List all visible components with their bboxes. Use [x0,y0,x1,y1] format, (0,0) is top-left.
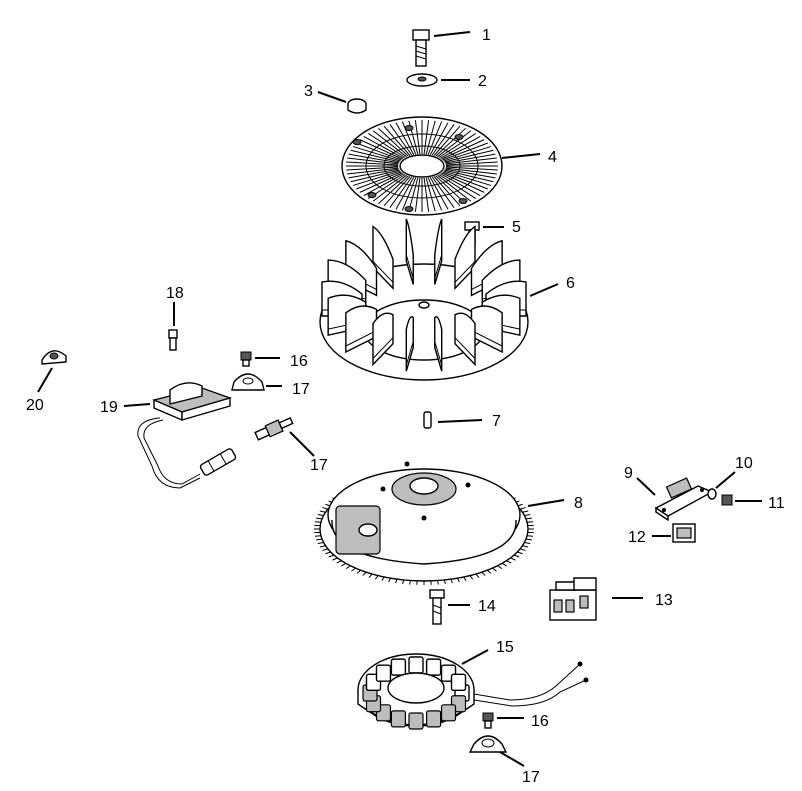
leader-18 [289,431,315,457]
part-20-ignition-module [137,382,237,489]
callout-2: 2 [478,73,487,90]
part-16-screw-upper [240,351,252,367]
leader-21 [37,367,53,393]
leader-8 [527,499,565,507]
callout-17-lower: 17 [522,769,540,786]
part-14-bolt [429,589,445,625]
callout-16-upper: 16 [290,353,308,370]
part-6-fan [319,218,529,381]
part-1-bolt [412,29,430,67]
part-16-screw-lower [482,712,494,729]
leader-7 [437,419,483,423]
leader-10 [715,471,736,489]
callout-11: 11 [768,495,785,512]
callout-16-lower: 16 [531,713,549,730]
leader-15 [461,649,489,665]
part-8-flywheel [314,461,534,585]
callout-13: 13 [655,592,673,609]
part-3-nut [347,98,367,114]
part-19-screw [168,329,178,351]
part-17-clip-upper [231,373,265,391]
leader-9 [636,477,656,496]
callout-18: 17 [310,457,328,474]
callout-9: 9 [624,465,633,482]
part-10-washer [707,488,717,500]
callout-15: 15 [496,639,514,656]
part-2-washer [406,73,438,87]
leader-1 [433,31,471,37]
part-21-clip [41,350,67,365]
part-4-grass-screen [341,116,503,216]
callout-17-upper: 17 [292,381,310,398]
callout-20: 19 [100,399,118,416]
part-9-rectifier-regulator [654,477,714,522]
callout-6: 6 [566,275,575,292]
leader-3 [317,91,347,103]
part-7-key [423,411,432,429]
part-18-fitting [254,417,294,441]
callout-3: 3 [304,83,313,100]
callout-12: 12 [628,529,646,546]
leader-6 [529,283,559,297]
callout-5: 5 [512,219,521,236]
leader-4 [501,153,541,159]
leader-17-lower [499,751,525,767]
callout-7: 7 [492,413,501,430]
part-13-connector-block [549,577,597,621]
part-11-screw [721,494,733,506]
callout-19: 18 [166,285,184,302]
callout-21: 20 [26,397,44,414]
callout-1: 1 [482,27,491,44]
callout-8: 8 [574,495,583,512]
part-12-harness-connector [672,523,696,543]
callout-4: 4 [548,149,557,166]
part-17-clip-lower [468,735,508,753]
callout-10: 10 [735,455,753,472]
leader-20 [123,403,151,407]
callout-14: 14 [478,598,496,615]
part-15-stator [357,653,589,730]
